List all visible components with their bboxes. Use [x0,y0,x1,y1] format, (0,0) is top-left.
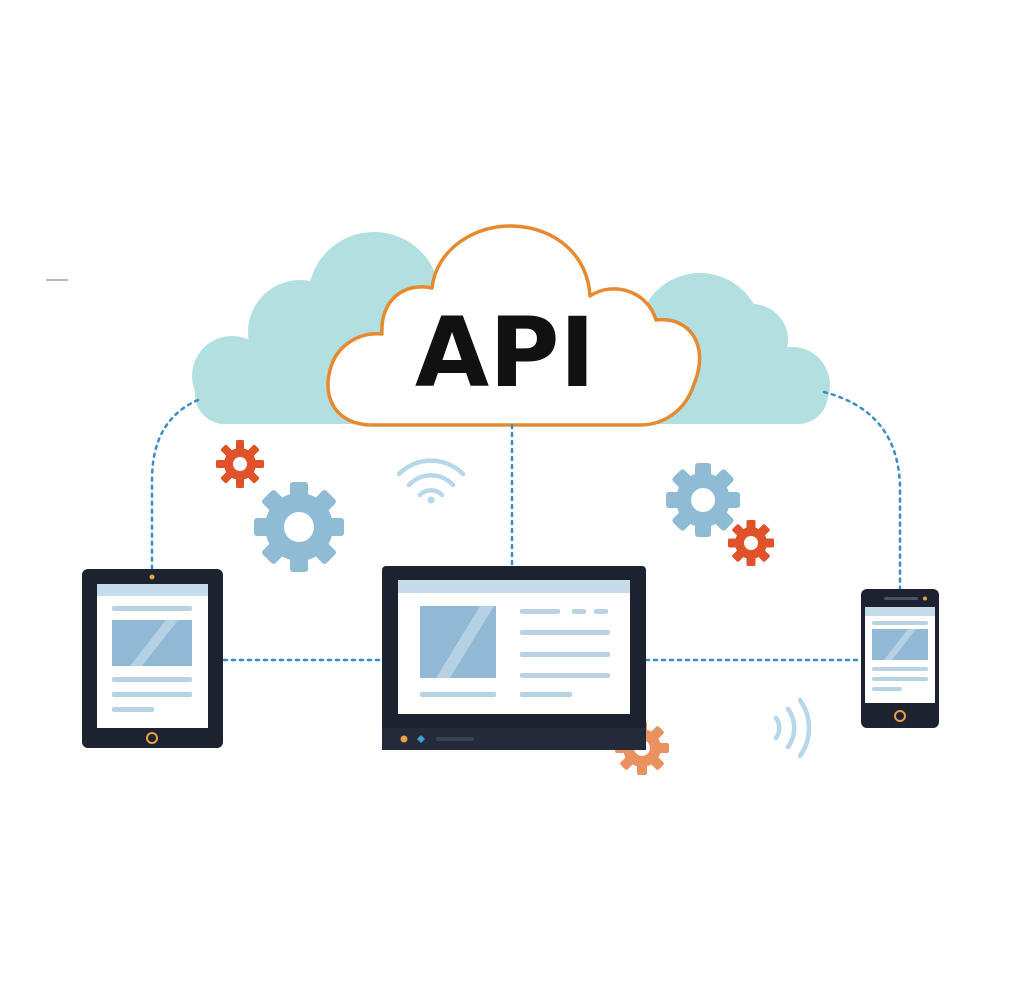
tablet-screen-header [97,584,208,596]
phone-image-block [872,629,928,660]
tablet-content-line [112,606,192,611]
phone-content-line [872,621,928,625]
laptop-image-block [420,606,496,678]
tablet-content-line [112,692,192,697]
laptop-base-bar [382,728,646,750]
phone-content-line [872,687,902,691]
phone-image-glare [884,629,916,660]
laptop-image-glare [436,606,494,678]
laptop-content-line [594,609,608,614]
background-cloud-left [192,232,445,424]
laptop-content-line [520,692,572,697]
home-button-icon [894,710,906,722]
phone-speaker [884,597,918,600]
connectors [150,390,902,662]
tablet [82,569,223,748]
tablet-camera [149,574,155,580]
phone-camera [923,596,927,601]
connector-cloud-to-tablet [150,398,200,577]
phone-content-line [872,667,928,671]
laptop-screen-header [398,580,630,593]
laptop-content-line [520,673,610,678]
smartphone [861,589,939,728]
laptop-content-line [520,652,610,657]
laptop-content-line [420,692,496,697]
tablet-content-line [112,707,154,712]
gear-icon [254,482,344,572]
gear-icon [666,463,740,537]
api-label: API [415,297,595,409]
tablet-image-glare [130,620,178,666]
laptop-content-line [520,630,610,635]
laptop-content-line [520,609,560,614]
indicator-icon [417,735,425,743]
power-light-icon [400,735,408,743]
laptop [382,566,646,750]
laptop-content-line [572,609,586,614]
wifi-icon [773,697,812,759]
phone-screen-header [865,607,935,616]
wifi-icon [396,458,466,504]
home-button-icon [146,732,158,744]
api-cloud [326,224,702,427]
gear-icon [216,440,264,488]
tablet-content-line [112,677,192,682]
tablet-image-block [112,620,192,666]
gear-icon [728,520,774,566]
connector-cloud-to-phone [822,390,902,594]
phone-content-line [872,677,928,681]
laptop-slot [436,737,474,741]
